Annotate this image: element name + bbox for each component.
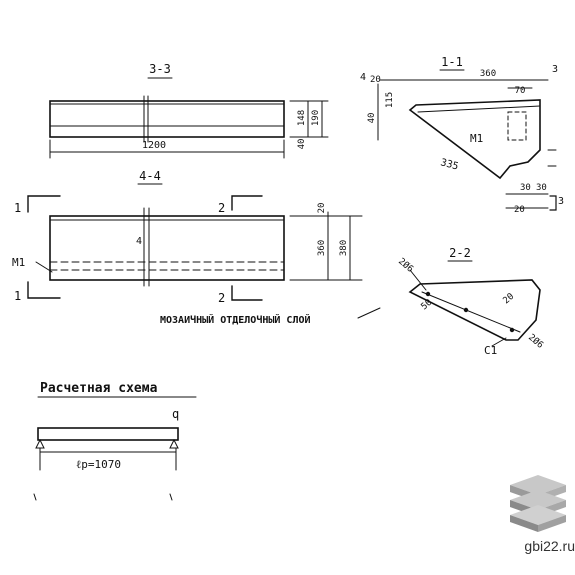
cut-mark-bracket — [549, 195, 557, 211]
section-profile — [408, 99, 541, 180]
dim-label: 40 — [297, 139, 307, 150]
cut-mark-3: 3 — [552, 64, 558, 75]
cut-mark-1-bottom — [27, 281, 61, 299]
dim-label: 30 — [520, 183, 531, 193]
section-mark-4: 4 — [136, 236, 142, 247]
dim-label: 50 — [420, 298, 435, 313]
section-2-2-title: 2-2 — [449, 246, 471, 260]
embed-label-m1: M1 — [470, 132, 483, 145]
length-label: 1200 — [142, 140, 166, 151]
overall-dim-label: 360 — [480, 69, 496, 79]
section-4-4: 4-4 4 1 1 2 2 M1 20 360 380 МОЗАИЧНЫЙ ОТ… — [12, 169, 381, 326]
tick-mark — [169, 493, 173, 501]
beam-outline — [49, 100, 285, 138]
load-label: q — [172, 407, 179, 421]
layers-logo-icon — [510, 475, 566, 532]
rebar-line — [421, 291, 521, 333]
section-4-4-title: 4-4 — [139, 169, 161, 183]
dim-label: 148 — [297, 110, 307, 126]
dim-label: 20 — [502, 292, 517, 307]
section-3-3-title: 3-3 — [149, 62, 171, 76]
section-1-1-title: 1-1 — [441, 55, 463, 69]
brand-site[interactable]: gbi22.ru — [524, 538, 575, 554]
cut-mark-label: 2 — [218, 201, 225, 215]
rebar-dot — [425, 291, 431, 297]
rebar-dot — [463, 307, 469, 313]
dim-label: 40 — [367, 113, 377, 124]
rebar-label: 2Ø6 — [396, 256, 416, 275]
leader-line — [491, 337, 507, 347]
dim-label: 115 — [385, 92, 395, 108]
dim-label: 70 — [515, 86, 526, 96]
calc-title: Расчетная схема — [40, 381, 158, 396]
top-layer — [417, 105, 541, 113]
dim-label: 20 — [514, 205, 525, 215]
span-label: ℓp=1070 — [76, 458, 121, 471]
support-roller — [169, 438, 179, 449]
cut-mark-label: 2 — [218, 291, 225, 305]
dim-label: 20 — [370, 75, 381, 85]
embed-label-m1: M1 — [12, 256, 25, 269]
dim-label: 190 — [311, 110, 321, 126]
dim-label: 30 — [536, 183, 547, 193]
dim-label: 20 — [317, 203, 327, 214]
leader-line — [35, 261, 53, 273]
section-1-1: 1-1 20 360 4 3 70 M1 115 40 335 30 30 20… — [360, 55, 564, 215]
cut-mark-2-bottom — [231, 285, 263, 301]
cut-mark-2-top — [231, 195, 263, 211]
section-profile — [408, 279, 541, 341]
beam-scheme — [37, 427, 179, 441]
calculation-scheme: Расчетная схема q ℓp=1070 — [33, 381, 197, 501]
rebar-dot — [509, 327, 515, 333]
leader-line — [409, 269, 427, 291]
cut-mark-label: 1 — [14, 201, 21, 215]
embed-plate — [507, 111, 527, 141]
rebar-label: 2Ø6 — [526, 332, 546, 351]
dim-label: 380 — [339, 240, 349, 256]
slope-label: 335 — [439, 157, 459, 172]
cut-mark-1-top — [27, 195, 61, 213]
tick-mark — [33, 493, 37, 501]
section-3-3: 3-3 1200 148 190 40 — [49, 62, 329, 159]
finishing-layer-note: МОЗАИЧНЫЙ ОТДЕЛОЧНЫЙ СЛОЙ — [160, 313, 311, 326]
dim-label: 360 — [317, 240, 327, 256]
cut-mark-label: 1 — [14, 289, 21, 303]
support-pin — [35, 438, 45, 449]
cut-mark-3: 3 — [558, 196, 564, 207]
leader-line — [357, 307, 381, 319]
embed-label-c1: C1 — [484, 344, 497, 357]
cut-mark-4: 4 — [360, 72, 366, 83]
section-2-2: 2-2 2Ø6 2Ø6 20 50 C1 — [396, 246, 546, 357]
beam-outline — [49, 215, 285, 281]
